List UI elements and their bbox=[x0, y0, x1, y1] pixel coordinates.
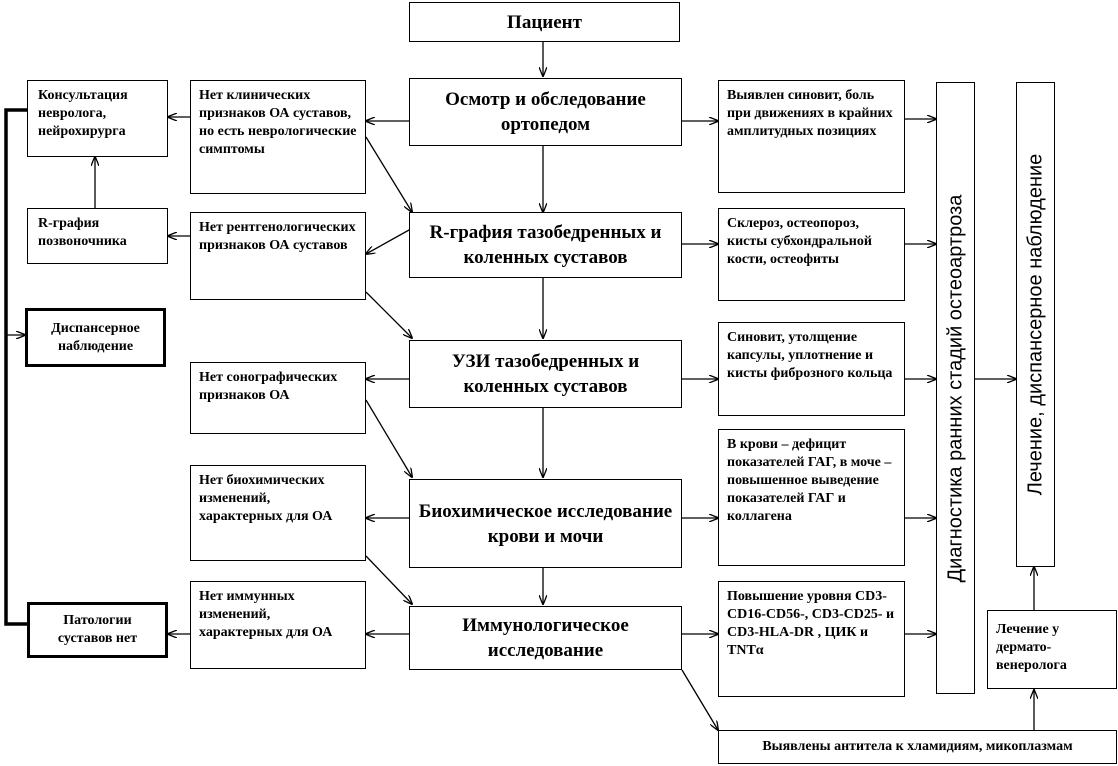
arrow-neg-us-to-bio bbox=[365, 399, 412, 477]
diagnosis-label: Диагностика ранних стадий остеоартроза bbox=[944, 194, 967, 582]
treatment-label: Лечение, диспансерное наблюдение bbox=[1024, 153, 1047, 496]
positive-biochem: В крови – дефицит показателей ГАГ, в моч… bbox=[718, 429, 905, 566]
negative-xray: Нет рентгенологических признаков ОА суст… bbox=[190, 212, 366, 300]
diagnosis-bar: Диагностика ранних стадий остеоартроза bbox=[936, 82, 975, 694]
negative-ultrasound: Нет сонографических признаков ОА bbox=[190, 362, 366, 434]
negative-immuno: Нет иммунных изменений, характерных для … bbox=[190, 581, 366, 669]
xray-step: R-графия тазобедренных и коленных сустав… bbox=[409, 212, 682, 278]
exam-step: Осмотр и обследование ортопедом bbox=[409, 78, 682, 146]
negative-biochem: Нет биохимических изменений, характерных… bbox=[190, 465, 366, 561]
positive-exam: Выявлен синовит, боль при движениях в кр… bbox=[718, 80, 905, 193]
ultrasound-step: УЗИ тазобедренных и коленных суставов bbox=[409, 340, 682, 408]
antibodies-box: Выявлены антитела к хламидиям, микоплазм… bbox=[718, 730, 1117, 764]
biochem-step: Биохимическое исследование крови и мочи bbox=[409, 479, 682, 568]
immuno-step: Иммунологическое исследование bbox=[409, 606, 682, 670]
spine-xray-box: R-графия позвоночника bbox=[27, 208, 168, 264]
dermato-box: Лечение у дермато-венеролога bbox=[987, 610, 1117, 689]
no-pathology-box: Патологии суставов нет bbox=[27, 602, 168, 658]
arrow-neg-bio-to-immuno bbox=[365, 555, 412, 604]
dispensary-box: Диспансерное наблюдение bbox=[25, 308, 166, 367]
left-bracket bbox=[4, 108, 27, 626]
patient-box: Пациент bbox=[409, 2, 680, 42]
negative-exam: Нет клинических признаков ОА суставов, н… bbox=[190, 80, 366, 194]
consult-box: Консультация невролога, нейрохирурга bbox=[27, 80, 168, 157]
arrow-immuno-antibodies bbox=[681, 669, 718, 730]
positive-xray: Склероз, остеопороз, кисты субхондрально… bbox=[718, 208, 905, 301]
arrow-neg-exam-to-xray bbox=[365, 136, 412, 212]
treatment-bar: Лечение, диспансерное наблюдение bbox=[1016, 82, 1055, 567]
positive-immuno: Повышение уровня CD3-CD16-CD56-, CD3-CD2… bbox=[718, 581, 905, 697]
arrow-neg-xray-to-us bbox=[365, 291, 412, 338]
positive-ultrasound: Синовит, утолщение капсулы, уплотнение и… bbox=[718, 322, 905, 416]
